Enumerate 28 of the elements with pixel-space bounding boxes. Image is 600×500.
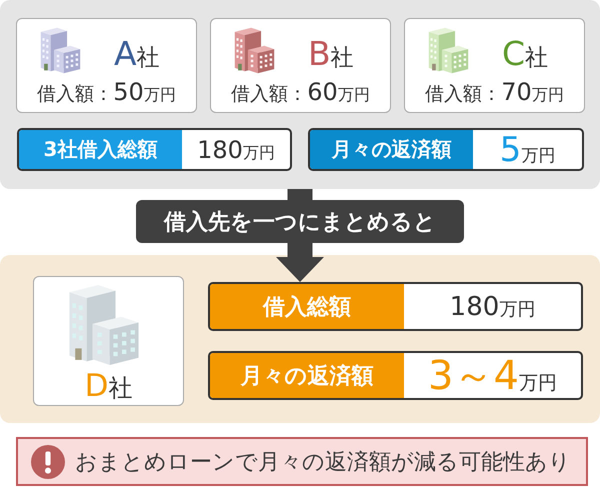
loan-amount: 借入額：60万円 [230,78,371,107]
bar-heading: 3社借入総額 [19,130,182,169]
company-card [33,276,184,406]
amount-bar [308,128,584,171]
loan-amount: 借入額：70万円 [424,78,565,107]
loan-amount: 借入額：50万円 [36,78,177,107]
group-panel [0,0,600,189]
note-text: おまとめローンで月々の返済額が減る可能性あり [75,448,571,476]
amount-value: 5万円 [500,132,556,166]
company-card [404,18,585,113]
company-card [210,18,391,113]
amount-value: 180万円 [197,138,275,162]
group-panel [0,255,600,423]
company-name: A社 [114,36,160,72]
bar-heading: 月々の返済額 [310,130,473,169]
amount-bar [17,128,292,171]
company-name: C社 [502,36,548,72]
company-name: D社 [84,369,134,404]
bar-heading: 月々の返済額 [210,353,404,398]
edge-label: 借入先を一つにまとめると [136,200,464,243]
company-card [16,18,197,113]
amount-value: 3～4万円 [428,356,557,396]
bar-heading: 借入総額 [210,284,404,329]
amount-bar [208,351,583,400]
note-box [16,437,588,486]
company-name: B社 [308,36,354,72]
amount-value: 180万円 [450,294,536,320]
amount-bar [208,282,583,331]
